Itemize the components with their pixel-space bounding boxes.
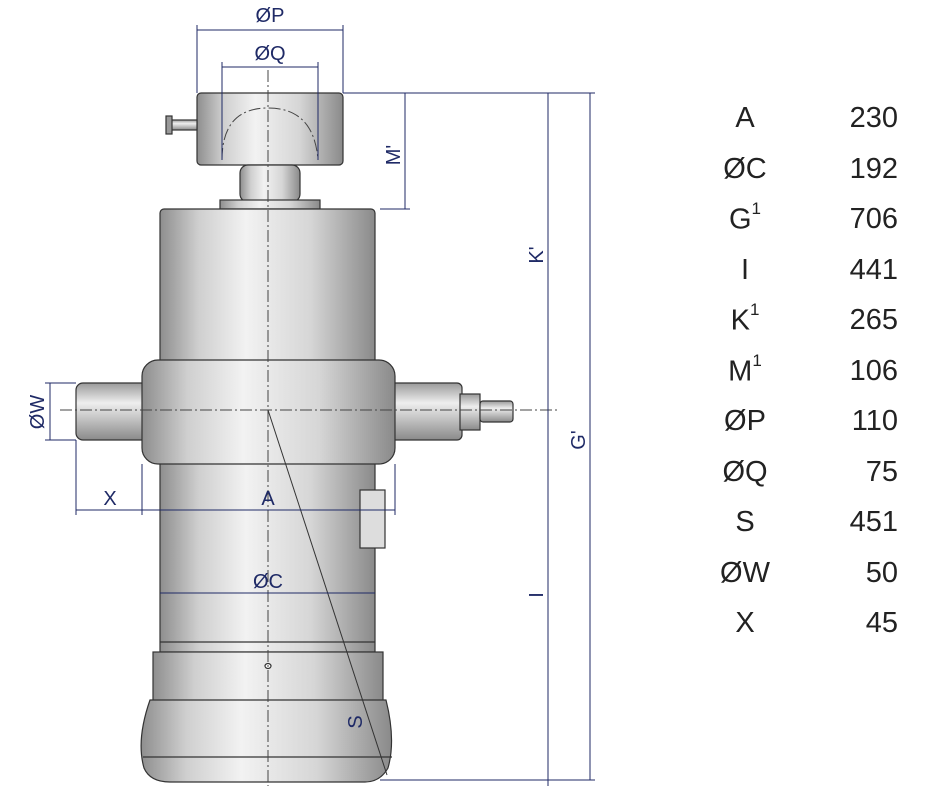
label-s: S [345, 715, 367, 728]
label-k: K' [526, 246, 548, 263]
dimension-value: 106 [849, 354, 898, 387]
table-row: S 451 [700, 504, 910, 555]
label-q: ØQ [254, 43, 285, 65]
label-w: ØW [27, 395, 49, 430]
dimension-value: 50 [865, 556, 898, 589]
dimension-label: S [735, 506, 755, 538]
dimension-value: 192 [849, 152, 898, 185]
dimension-label: I [740, 253, 750, 286]
dimension-label: ØW [720, 556, 770, 589]
collar [219, 199, 321, 210]
superscript: 1 [751, 199, 762, 218]
dimension-label: ØC [723, 152, 767, 185]
top-cap [196, 92, 344, 166]
dimension-value: 45 [865, 607, 898, 639]
port-block [359, 489, 386, 549]
table-row: A 230 [700, 100, 910, 151]
superscript: 1 [752, 350, 762, 370]
label-c: ØC [253, 571, 283, 593]
neck [239, 164, 301, 203]
dimension-value: 441 [849, 253, 898, 286]
table-row: G1 706 [700, 199, 910, 252]
table-row: X 45 [700, 605, 910, 656]
trunnion-left [75, 382, 149, 441]
trunnion-right [389, 382, 463, 441]
trunnion-pin [479, 400, 514, 423]
table-row: ØC 192 [700, 151, 910, 202]
table-row: ØW 50 [700, 555, 910, 606]
label-p: ØP [256, 5, 285, 27]
superscript: 1 [749, 300, 760, 319]
dimension-label: M1 [728, 350, 762, 388]
dimension-label: G1 [728, 199, 762, 236]
label-a: A [261, 488, 275, 510]
label-g: G' [568, 430, 590, 449]
base-bottom [140, 699, 393, 783]
dimension-label: K1 [730, 300, 760, 337]
trunnion-nut [459, 393, 481, 431]
dimension-value: 265 [849, 304, 898, 336]
label-m: M' [383, 145, 405, 165]
label-x: X [103, 488, 116, 510]
dimension-value: 451 [849, 506, 898, 538]
dimension-label: X [735, 607, 755, 639]
label-i: I [526, 592, 548, 598]
table-row: ØQ 75 [700, 454, 910, 505]
dimension-value: 706 [849, 203, 898, 235]
dimension-label: ØP [724, 405, 766, 437]
table-row: ØP 110 [700, 403, 910, 454]
table-row: K1 265 [700, 300, 910, 353]
dimension-label: ØQ [722, 455, 768, 488]
grease-nipple [169, 119, 198, 131]
dimension-value: 110 [851, 405, 898, 437]
dimension-label: A [735, 102, 755, 134]
table-row: I 441 [700, 252, 910, 303]
dimension-value: 230 [849, 102, 898, 134]
table-row: M1 106 [700, 350, 910, 404]
dimension-value: 75 [865, 455, 898, 488]
